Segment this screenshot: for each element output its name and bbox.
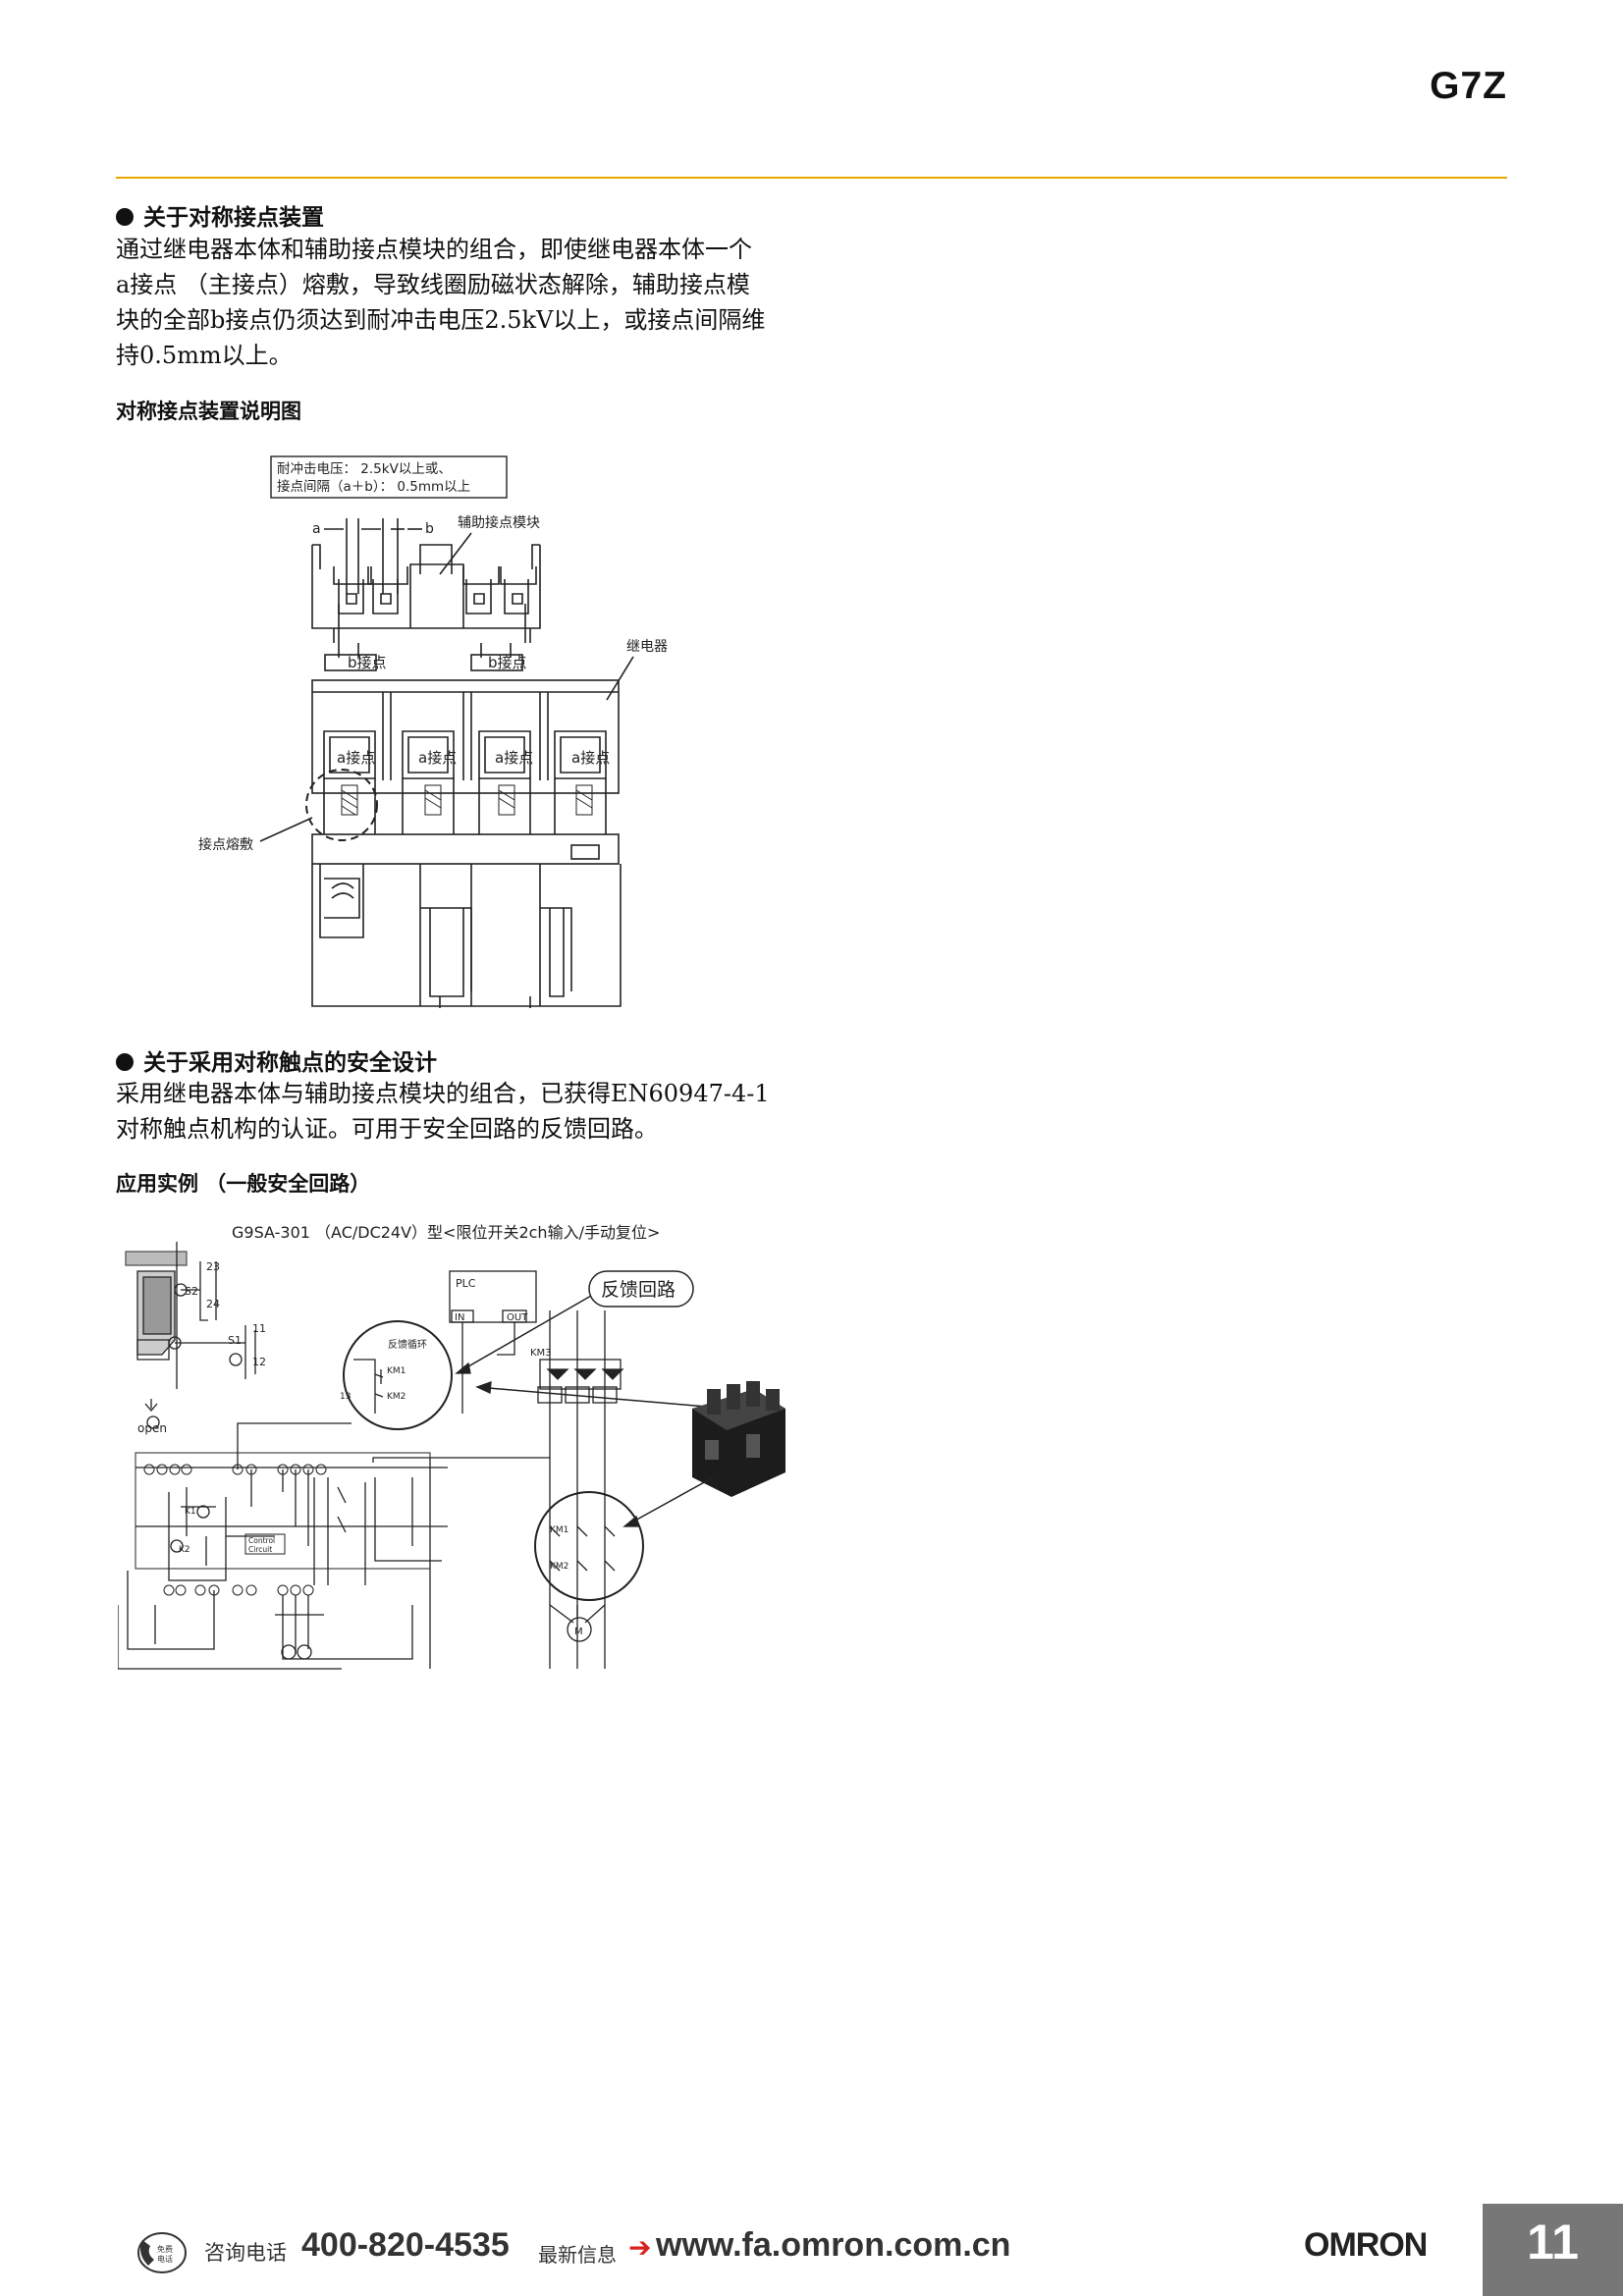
phone-icon: 免费 电话 xyxy=(137,2232,187,2273)
symmetric-contact-diagram: 耐冲击电压： 2.5kV以上或、 接点间隔（a＋b）： 0.5mm以上 a b … xyxy=(198,455,668,1008)
plc-out: OUT xyxy=(507,1312,528,1323)
section-title-text: 关于对称接点装置 xyxy=(143,205,324,231)
page-number: 11 xyxy=(1527,2215,1579,2269)
latest-info-label: 最新信息 xyxy=(538,2243,617,2267)
a-contact-3: a接点 xyxy=(495,749,533,767)
bullet-icon xyxy=(116,208,134,226)
terminal-12: 12 xyxy=(252,1356,266,1368)
terminal-13: 13 xyxy=(340,1392,351,1402)
a-contact-2: a接点 xyxy=(418,749,457,767)
weld-circle xyxy=(305,769,378,841)
a-contact-4: a接点 xyxy=(571,749,610,767)
plc-in: IN xyxy=(455,1312,464,1323)
relay-k1: K1 xyxy=(185,1507,196,1517)
arrow-right-icon: ➔ xyxy=(628,2231,652,2264)
label-relay-body: 继电器本体 xyxy=(626,639,668,655)
hotline-number: 400-820-4535 xyxy=(301,2226,510,2264)
paragraph-line: a接点 （主接点）熔敷，导致线圈励磁状态解除，辅助接点模 xyxy=(116,271,750,298)
phone-icon-text-1: 免费 xyxy=(157,2244,173,2254)
plc-label: PLC xyxy=(456,1277,476,1290)
paragraph-line: 对称触点机构的认证。可用于安全回路的反馈回路。 xyxy=(116,1115,658,1143)
section-title-safety-design: 关于采用对称触点的安全设计 xyxy=(116,1043,437,1077)
contactor-photo xyxy=(692,1381,785,1497)
label-b: b xyxy=(425,521,434,537)
section1-paragraph: 通过继电器本体和辅助接点模块的组合，即使继电器本体一个 a接点 （主接点）熔敷，… xyxy=(116,232,793,373)
phone-icon-text-2: 电话 xyxy=(157,2254,173,2264)
page-number-box xyxy=(1483,2204,1623,2296)
terminal-23: 23 xyxy=(206,1260,220,1273)
label-weld: 接点熔敷 xyxy=(198,836,253,853)
motor-label: M xyxy=(574,1627,583,1637)
control-circuit-1: Control xyxy=(248,1536,275,1545)
paragraph-line: 采用继电器本体与辅助接点模块的组合，已获得EN60947-4-1 xyxy=(116,1080,770,1107)
a-contact-1: a接点 xyxy=(337,749,375,767)
note-line-2: 接点间隔（a＋b）： 0.5mm以上 xyxy=(277,478,470,495)
terminal-row-bottom xyxy=(163,1584,314,1596)
paragraph-line: 持0.5mm以上。 xyxy=(116,342,293,369)
feedback-callout-label: 反馈回路 xyxy=(601,1279,676,1301)
contact-hatching xyxy=(341,784,593,816)
website-link[interactable]: www.fa.omron.com.cn xyxy=(656,2226,1011,2264)
section-title-text: 关于采用对称触点的安全设计 xyxy=(143,1050,437,1076)
figure1-title: 对称接点装置说明图 xyxy=(116,400,301,423)
product-code: G7Z xyxy=(1430,65,1507,107)
plc-box xyxy=(449,1270,537,1323)
circuit-caption: G9SA-301 （AC/DC24V）型<限位开关2ch输入/手动复位> xyxy=(232,1223,660,1242)
label-aux-module: 辅助接点模块 xyxy=(458,514,540,531)
switch-s2: S2 xyxy=(185,1285,198,1298)
terminal-11: 11 xyxy=(252,1322,266,1335)
figure2-title: 应用实例 （一般安全回路） xyxy=(116,1172,371,1196)
paragraph-line: 块的全部b接点仍须达到耐冲击电压2.5kV以上，或接点间隔维 xyxy=(116,306,766,334)
section-title-symmetric-contact: 关于对称接点装置 xyxy=(116,198,324,232)
b-contact-right: b接点 xyxy=(488,654,527,671)
motor-km2: KM2 xyxy=(550,1562,568,1572)
bullet-icon xyxy=(116,1053,134,1071)
header-rule xyxy=(116,177,1507,179)
b-contact-box xyxy=(470,654,523,671)
wall-hatch xyxy=(125,1251,188,1266)
b-contact-box xyxy=(324,654,377,671)
relay-k2: K2 xyxy=(179,1545,190,1555)
feedback-loop-label: 反馈循环 xyxy=(388,1338,427,1351)
motor-circuit-circle xyxy=(534,1491,644,1601)
hotline-label: 咨询电话 xyxy=(204,2241,287,2265)
control-circuit-2: Circuit xyxy=(248,1545,272,1554)
feedback-km2: KM2 xyxy=(387,1392,406,1402)
safety-circuit-diagram: G9SA-301 （AC/DC24V）型<限位开关2ch输入/手动复位> 23 … xyxy=(118,1223,785,1670)
km3-label: KM3 xyxy=(530,1348,552,1359)
note-line-1: 耐冲击电压： 2.5kV以上或、 xyxy=(277,461,452,477)
note-box xyxy=(270,455,508,499)
feedback-loop-circle xyxy=(343,1320,453,1430)
motor-symbol xyxy=(567,1617,592,1642)
terminal-24: 24 xyxy=(206,1298,220,1310)
omron-logo: OMRON xyxy=(1304,2226,1428,2264)
terminal-row-top xyxy=(143,1464,327,1475)
feedback-km1: KM1 xyxy=(387,1366,406,1376)
section2-paragraph: 采用继电器本体与辅助接点模块的组合，已获得EN60947-4-1 对称触点机构的… xyxy=(116,1076,793,1147)
label-a: a xyxy=(312,521,321,537)
motor-km1: KM1 xyxy=(550,1525,568,1535)
feedback-callout xyxy=(588,1270,694,1308)
paragraph-line: 通过继电器本体和辅助接点模块的组合，即使继电器本体一个 xyxy=(116,236,752,263)
switch-s1: S1 xyxy=(228,1334,242,1347)
b-contact-left: b接点 xyxy=(348,654,387,671)
